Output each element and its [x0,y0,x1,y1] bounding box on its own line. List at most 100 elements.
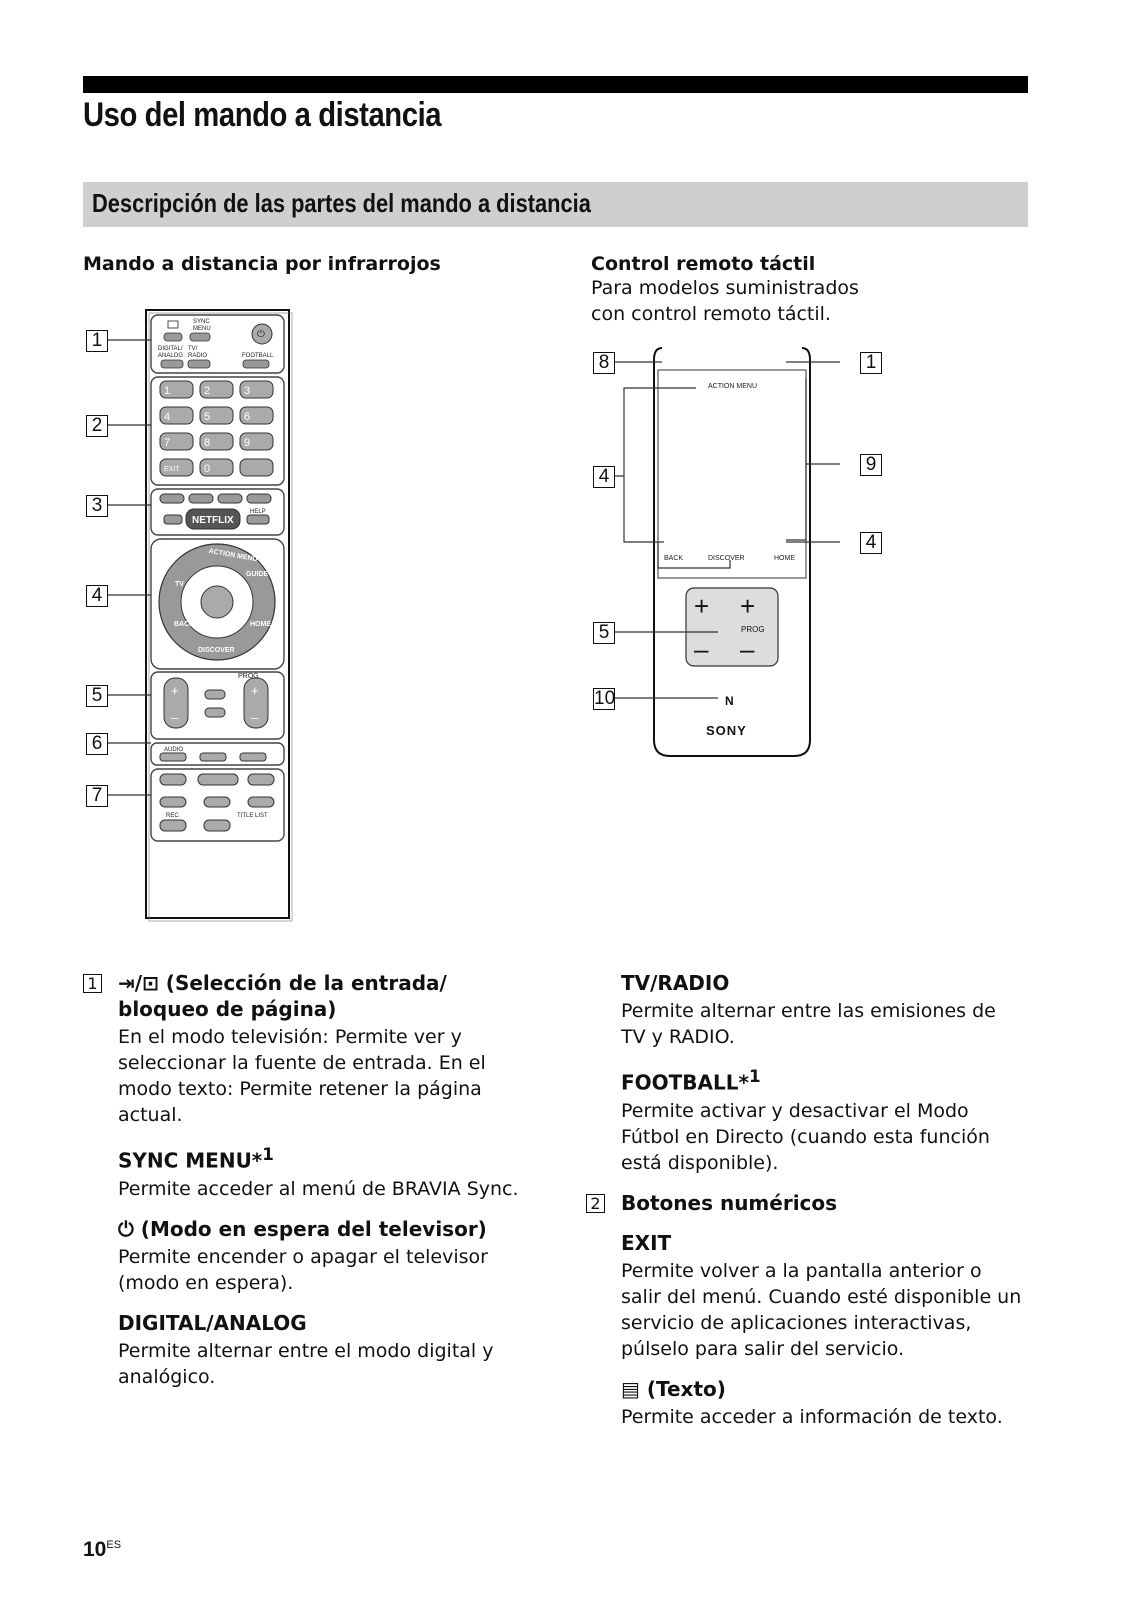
footnote-marker: 1 [748,1067,761,1086]
entry-exit: EXIT Permite volver a la pantalla anteri… [586,1230,1026,1362]
teletext-icon: ▤ [621,1376,647,1401]
svg-text:EXIT: EXIT [164,466,180,473]
svg-text:SONY: SONY [706,723,747,738]
entry-digital-analog: DIGITAL/ANALOG Permite alternar entre el… [83,1310,528,1390]
callout-1b: 1 [860,352,882,374]
touch-remote-illustration: + + – – PROG N SONY ACTION MENU BACK DISCOV… [610,347,840,757]
touch-remote-subtext: Para modelos suministrados con control r… [591,277,859,325]
svg-text:0: 0 [204,463,210,475]
entry-title: FOOTBALL* [621,1070,749,1095]
svg-text:TV/: TV/ [188,346,198,352]
svg-text:DIGITAL/: DIGITAL/ [158,346,183,352]
svg-text:SYNC: SYNC [193,319,210,325]
svg-text:1: 1 [164,385,170,397]
entry-title: TV/RADIO [621,971,730,995]
svg-text:7: 7 [164,437,170,449]
entry-text: Permite acceder a información de texto. [621,1405,1003,1428]
entry-number: 2 [586,1193,605,1213]
svg-text:TITLE LIST: TITLE LIST [237,813,268,819]
svg-text:4: 4 [164,411,170,423]
svg-text:+: + [740,591,755,621]
svg-text:+: + [694,591,709,621]
callout-3: 3 [86,495,108,517]
svg-text:HOME: HOME [774,555,795,562]
svg-text:BACK: BACK [174,621,194,628]
callout-5b: 5 [593,622,615,644]
entry-text-mode: ▤ (Texto) Permite acceder a información … [586,1376,1026,1430]
svg-text:+: + [171,683,179,698]
svg-text:9: 9 [244,437,250,449]
svg-text:MENU: MENU [193,326,211,332]
svg-text:2: 2 [204,385,210,397]
callout-10: 10 [593,688,616,710]
svg-text:BACK: BACK [664,555,683,562]
entry-title: (Texto) [646,1376,726,1401]
callout-4: 4 [86,585,108,607]
left-entries: 1 ⇥/⊡ (Selección de la entrada/ bloqueo … [83,970,528,1404]
callout-4c: 4 [860,532,882,554]
svg-text:⏻: ⏻ [257,329,265,340]
svg-text:8: 8 [204,437,210,449]
entry-title: (Selección de la entrada/ bloqueo de pág… [118,971,447,1021]
svg-text:3: 3 [244,385,250,397]
svg-text:PROG: PROG [238,673,259,680]
svg-text:GUIDE: GUIDE [246,571,269,578]
svg-text:AUDIO: AUDIO [164,747,183,753]
callout-6: 6 [86,733,108,755]
entry-standby: ⏻ (Modo en espera del televisor) Permite… [83,1216,528,1296]
svg-text:ACTION MENU: ACTION MENU [708,383,757,390]
svg-text:6: 6 [244,411,250,423]
entry-number: 1 [83,974,102,993]
entry-title: (Modo en espera del televisor) [140,1216,487,1241]
ir-remote-heading: Mando a distancia por infrarrojos [83,253,441,275]
entry-text: Permite activar y desactivar el Modo Fút… [621,1099,990,1174]
callout-1: 1 [86,330,108,352]
svg-text:DISCOVER: DISCOVER [708,555,745,562]
svg-text:RADIO: RADIO [188,353,207,359]
entry-title: DIGITAL/ANALOG [118,1310,307,1335]
footnote-marker: 1 [262,1145,274,1164]
svg-text:DISCOVER: DISCOVER [198,647,235,654]
entry-title: Botones numéricos [621,1190,838,1215]
svg-text:HOME: HOME [250,621,271,628]
svg-text:N: N [725,694,734,708]
entry-sync-menu: SYNC MENU*1 Permite acceder al menú de B… [83,1142,528,1202]
input-select-icon: ⇥/⊡ [118,971,166,995]
svg-text:NETFLIX: NETFLIX [192,515,234,526]
svg-text:FOOTBALL: FOOTBALL [242,353,274,359]
entry-tv-radio: TV/RADIO Permite alternar entre las emis… [586,970,1026,1050]
callout-5: 5 [86,685,108,707]
page-number: 10ES [83,1538,122,1561]
callout-4b: 4 [593,466,615,488]
callout-7: 7 [86,785,108,807]
entry-text: Permite alternar entre las emisiones de … [621,1000,996,1048]
entry-number-buttons: 2 Botones numéricos [586,1190,1026,1216]
svg-text:PROG: PROG [741,625,765,634]
top-rule [83,76,1028,93]
svg-text:REC: REC [166,813,179,819]
entry-text: Permite encender o apagar el televisor (… [118,1245,488,1294]
entry-title: SYNC MENU* [118,1148,263,1173]
touch-remote-heading: Control remoto táctil [591,253,816,275]
svg-text:HELP: HELP [250,509,266,515]
svg-text:–: – [171,710,179,725]
entry-text: Permite alternar entre el modo digital y… [118,1339,494,1388]
section-title: Descripción de las partes del mando a di… [92,188,591,218]
svg-text:–: – [694,634,709,664]
svg-text:–: – [740,634,755,664]
entry-text: Permite acceder al menú de BRAVIA Sync. [118,1177,519,1200]
entry-football: FOOTBALL*1 Permite activar y desactivar … [586,1064,1026,1176]
svg-text:+: + [251,683,259,698]
callout-9: 9 [860,454,882,476]
callout-8: 8 [593,352,615,374]
entry-title: EXIT [621,1230,672,1255]
page-title: Uso del mando a distancia [83,96,442,134]
svg-text:TV: TV [175,581,184,588]
svg-text:ANALOG: ANALOG [158,353,183,359]
entry-text: Permite volver a la pantalla anterior o … [621,1259,1022,1360]
power-icon: ⏻ [118,1216,141,1241]
svg-text:5: 5 [204,411,210,423]
section-band [83,182,1028,227]
entry-text: En el modo televisión: Permite ver y sel… [118,1026,486,1126]
